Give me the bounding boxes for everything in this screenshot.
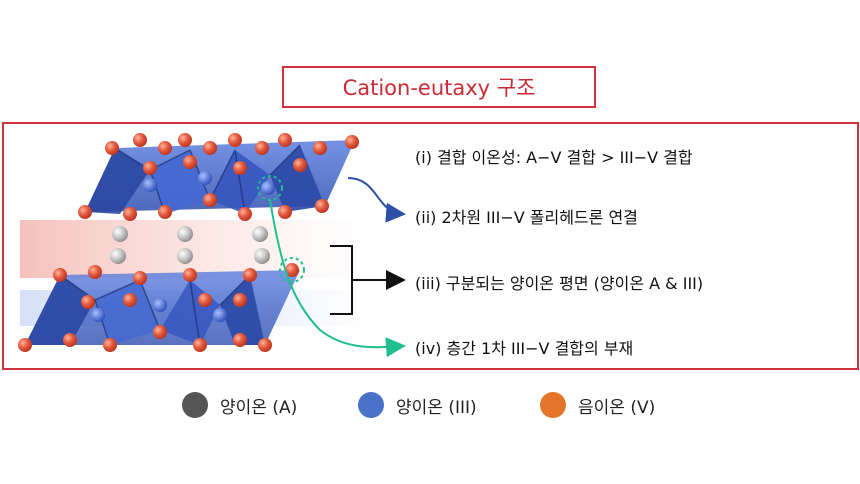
legend-item-cation-iii: 양이온 (III) bbox=[358, 392, 477, 418]
iii-cations bbox=[91, 171, 275, 322]
legend-item-cation-a: 양이온 (A) bbox=[182, 392, 297, 418]
annotation-iii: (iii) 구분되는 양이온 평면 (양이온 A & III) bbox=[415, 274, 704, 293]
cation-iii-dot-icon bbox=[358, 392, 384, 418]
legend-label-anion-v: 음이온 (V) bbox=[578, 397, 656, 418]
diagram-title: Cation-eutaxy 구조 bbox=[342, 76, 536, 100]
structure-frame bbox=[2, 122, 859, 370]
a-cations bbox=[110, 226, 270, 264]
anion-v-dot-icon bbox=[540, 392, 566, 418]
highlight-v-atom bbox=[279, 257, 305, 283]
upper-polyhedra-layer bbox=[85, 140, 355, 215]
annotation-ii: (ii) 2차원 III−V 폴리헤드론 연결 bbox=[415, 208, 638, 227]
legend-label-cation-iii: 양이온 (III) bbox=[396, 397, 477, 418]
cation-plane-band bbox=[20, 220, 400, 278]
legend-label-cation-a: 양이온 (A) bbox=[220, 397, 298, 418]
legend-item-anion-v: 음이온 (V) bbox=[540, 392, 655, 418]
cation-a-dot-icon bbox=[182, 392, 208, 418]
title-box: Cation-eutaxy 구조 bbox=[282, 66, 596, 108]
annotation-iv: (iv) 층간 1차 III−V 결합의 부재 bbox=[415, 339, 634, 358]
arrow-iv bbox=[269, 199, 406, 358]
lower-polyhedra-layer bbox=[25, 270, 300, 346]
arrow-ii bbox=[347, 177, 406, 223]
annotation-i: (i) 결합 이온성: A−V 결합 > III−V 결합 bbox=[415, 148, 693, 167]
v-anions bbox=[18, 133, 359, 352]
legend: 양이온 (A) 양이온 (III) 음이온 (V) bbox=[0, 392, 860, 422]
